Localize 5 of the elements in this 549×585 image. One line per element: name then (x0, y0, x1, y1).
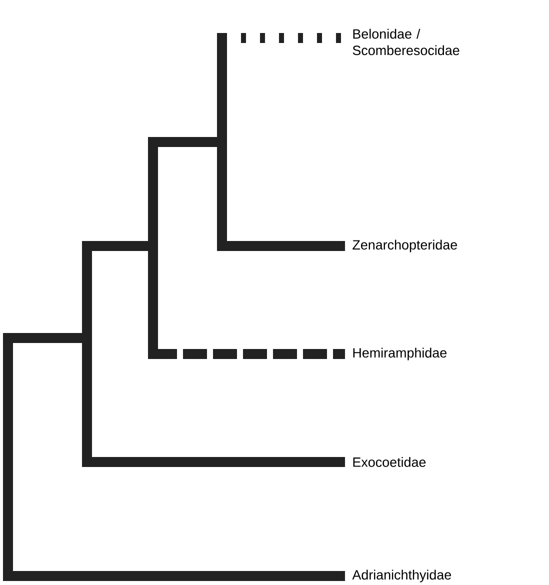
taxon-label: Exocoetidae (353, 457, 426, 467)
taxon-label: Zenarchopteridae (352, 240, 457, 252)
taxon-label: Hemiramphidae (353, 348, 447, 360)
taxon-label: Belonidae / Scomberesocidae (352, 28, 460, 56)
taxon-label: Adrianichthyidae (352, 570, 452, 582)
